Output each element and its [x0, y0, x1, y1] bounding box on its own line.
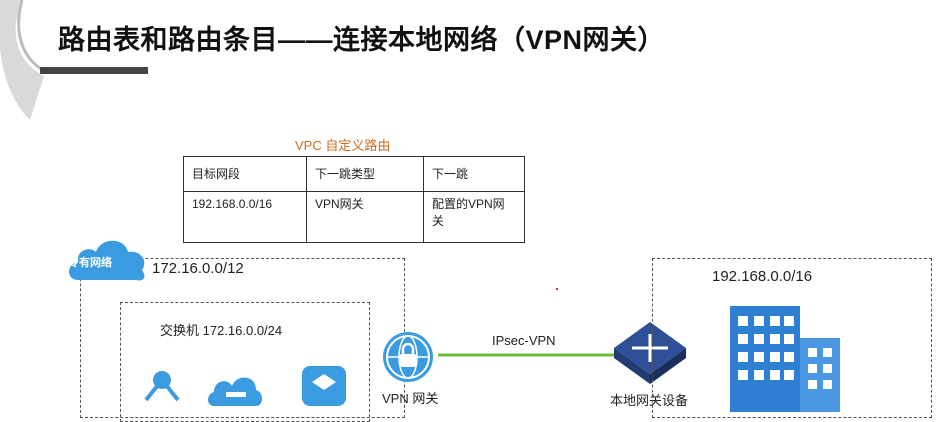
cloud-icon	[69, 240, 145, 281]
vpn-gateway-label: VPN 网关	[382, 391, 439, 406]
cloud-server-icon	[208, 377, 262, 406]
slide-title: 路由表和路由条目——连接本地网络（VPN网关）	[58, 25, 666, 55]
ipsec-link-label: IPsec-VPN	[492, 333, 556, 348]
gateway-app-icon	[302, 366, 346, 406]
route-table-header-destination: 目标网段	[183, 156, 307, 192]
stray-dot	[556, 288, 558, 290]
route-table-header-next-hop-type: 下一跳类型	[306, 156, 424, 192]
title-underline	[40, 67, 148, 74]
route-table-cell-next-hop: 配置的VPN网关	[423, 191, 525, 243]
route-table-header-next-hop: 下一跳	[423, 156, 525, 192]
route-table: 目标网段 下一跳类型 下一跳 192.168.0.0/16 VPN网关 配置的V…	[183, 156, 525, 243]
route-table-header-row: 目标网段 下一跳类型 下一跳	[183, 156, 525, 192]
route-table-cell-destination: 192.168.0.0/16	[183, 191, 307, 243]
vpc-badge-label: 专有网络	[68, 257, 112, 269]
route-table-caption: VPC 自定义路由	[295, 138, 391, 153]
local-network-cidr-label: 192.168.0.0/16	[712, 268, 813, 285]
office-building-icon	[730, 306, 840, 412]
decorative-corner-swoosh	[0, 0, 47, 120]
vpc-cidr-label: 172.16.0.0/12	[152, 260, 244, 277]
ipsec-link-line	[438, 353, 618, 357]
route-table-cell-next-hop-type: VPN网关	[306, 191, 424, 243]
network-topology-icon	[144, 371, 180, 402]
vswitch-label: 交换机 172.16.0.0/24	[160, 323, 283, 338]
router-icon	[614, 322, 686, 384]
route-table-row: 192.168.0.0/16 VPN网关 配置的VPN网关	[183, 191, 525, 243]
vpn-gateway-icon	[383, 332, 433, 382]
